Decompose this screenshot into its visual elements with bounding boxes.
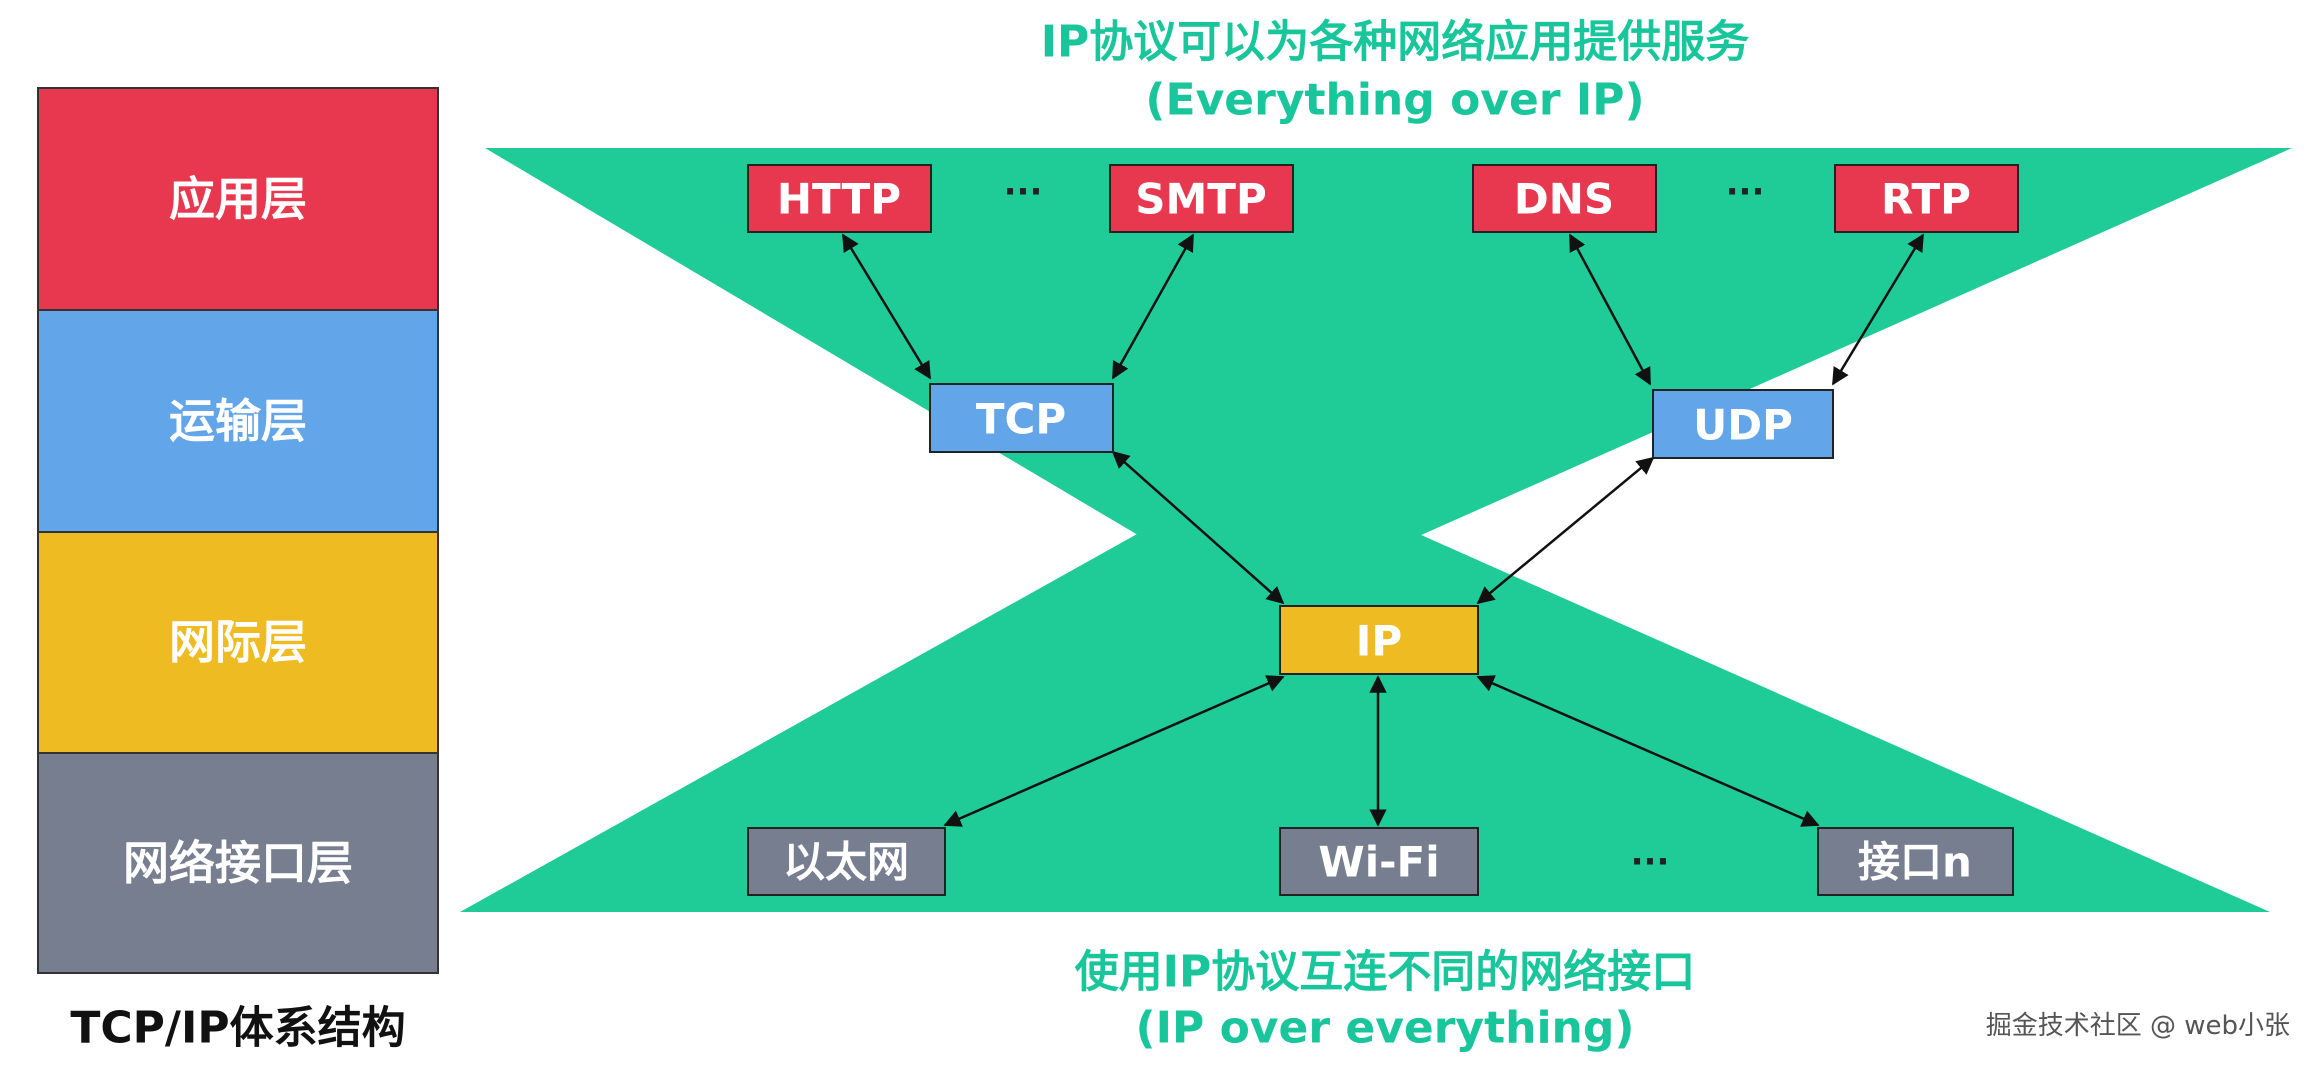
arrow-ip-ethernet — [943, 675, 1285, 827]
node-dns: DNS — [1472, 164, 1657, 233]
layer-internet: 网际层 — [37, 531, 439, 754]
node-interface-n-label: 接口n — [1858, 838, 1972, 887]
node-dns-label: DNS — [1514, 175, 1614, 224]
node-wifi-label: Wi-Fi — [1318, 838, 1439, 887]
arrow-dns-udp — [1568, 233, 1652, 386]
node-ethernet-label: 以太网 — [783, 838, 909, 887]
node-rtp-label: RTP — [1881, 175, 1971, 224]
arrow-ip-interface-n — [1476, 675, 1820, 827]
node-ethernet: 以太网 — [747, 827, 946, 896]
layer-transport-label: 运输层 — [169, 394, 307, 448]
watermark: 掘金技术社区 @ web小张 — [1986, 1011, 2290, 1041]
node-http-label: HTTP — [777, 175, 901, 224]
node-udp: UDP — [1652, 389, 1834, 459]
node-rtp: RTP — [1834, 164, 2019, 233]
node-ip-label: IP — [1356, 617, 1402, 666]
tcpip-layer-stack: 应用层 运输层 网际层 网络接口层 TCP/IP体系结构 — [37, 87, 439, 1054]
top-caption-line1: IP协议可以为各种网络应用提供服务 — [1041, 17, 1750, 68]
layer-network-interface-label: 网络接口层 — [123, 836, 353, 890]
node-tcp: TCP — [929, 383, 1114, 453]
layer-internet-label: 网际层 — [169, 615, 307, 669]
arrow-udp-ip — [1476, 456, 1655, 605]
arrow-http-tcp — [841, 233, 932, 380]
ellipsis-app-right: ··· — [1726, 172, 1765, 212]
ellipsis-link: ··· — [1631, 842, 1670, 882]
layer-application-label: 应用层 — [169, 172, 307, 226]
arrow-tcp-ip — [1111, 450, 1285, 605]
node-udp-label: UDP — [1693, 401, 1793, 450]
node-smtp-label: SMTP — [1135, 175, 1266, 224]
bottom-caption-line1: 使用IP协议互连不同的网络接口 — [1075, 947, 1696, 998]
bottom-caption-line2: (IP over everything) — [1136, 1003, 1635, 1054]
layer-application: 应用层 — [37, 87, 439, 311]
node-ip: IP — [1279, 605, 1479, 675]
node-wifi: Wi-Fi — [1279, 827, 1479, 896]
node-http: HTTP — [747, 164, 932, 233]
node-tcp-label: TCP — [976, 395, 1066, 444]
stack-title: TCP/IP体系结构 — [70, 1003, 405, 1054]
node-interface-n: 接口n — [1817, 827, 2014, 896]
layer-network-interface: 网络接口层 — [37, 752, 439, 974]
ellipsis-app-left: ··· — [1004, 172, 1043, 212]
arrow-rtp-udp — [1831, 233, 1925, 386]
node-smtp: SMTP — [1109, 164, 1294, 233]
connection-arrows — [841, 233, 1925, 827]
arrow-smtp-tcp — [1111, 233, 1195, 380]
layer-transport: 运输层 — [37, 309, 439, 533]
top-caption-line2: (Everything over IP) — [1145, 75, 1644, 126]
